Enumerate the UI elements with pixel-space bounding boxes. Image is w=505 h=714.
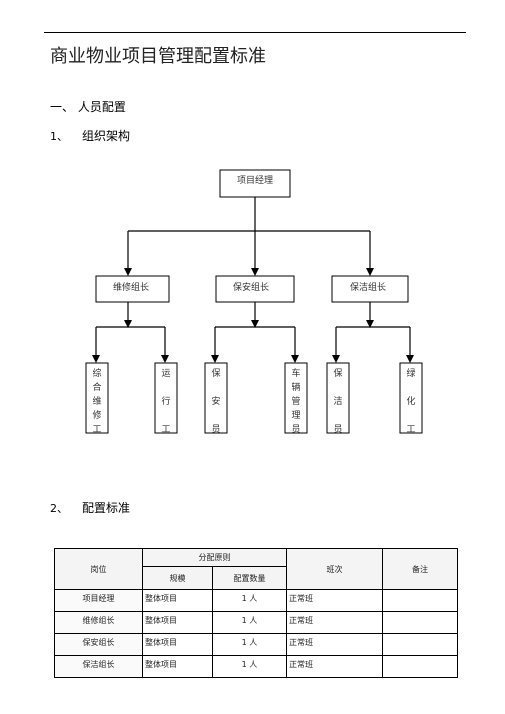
org-member-cleaner: 保洁员 [333, 367, 342, 435]
org-arrowheads [92, 268, 414, 363]
cell-remark [382, 611, 458, 634]
cell-scale: 整体项目 [142, 611, 213, 634]
org-member-general-repair: 综合维修工 [92, 367, 101, 435]
cell-position: 保洁组长 [54, 655, 143, 678]
subsection-1-label: 组织架构 [82, 129, 131, 143]
cell-position: 项目经理 [54, 589, 143, 612]
header-rule [44, 32, 466, 33]
table-row: 保安组长 整体项目 1 人 正常班 [54, 633, 458, 656]
org-box-vehicle-admin [284, 362, 308, 434]
header-principle: 分配原则 [142, 548, 287, 567]
org-box-general-repair [85, 362, 109, 434]
org-box-gardener [399, 362, 423, 434]
table-row: 保洁组长 整体项目 1 人 正常班 [54, 655, 458, 678]
org-box-guard [204, 362, 228, 434]
table-row: 项目经理 整体项目 1 人 正常班 [54, 589, 458, 612]
subsection-1-number: 1、 [50, 130, 68, 143]
header-quantity: 配置数量 [212, 566, 287, 590]
org-box-cleaning-lead [331, 275, 409, 303]
staffing-standard-table: 岗位 分配原则 班次 备注 规模 配置数量 项目经理 整体项目 1 人 正常班 … [54, 548, 458, 678]
header-shift: 班次 [286, 548, 383, 590]
cell-remark [382, 589, 458, 612]
org-box-operator [154, 362, 178, 434]
org-member-operator: 运行工 [161, 368, 170, 435]
org-member-gardener: 绿化工 [406, 367, 415, 435]
cell-quantity: 1 人 [212, 611, 287, 634]
org-head-cleaning: 保洁组长 [350, 281, 386, 293]
cell-shift: 正常班 [286, 633, 383, 656]
cell-scale: 整体项目 [142, 655, 213, 678]
org-head-maintenance: 维修组长 [113, 281, 149, 293]
subsection-2-number: 2、 [50, 502, 68, 515]
cell-position: 维修组长 [54, 611, 143, 634]
org-box-cleaner [326, 362, 350, 434]
header-scale: 规模 [142, 566, 213, 590]
cell-quantity: 1 人 [212, 655, 287, 678]
cell-quantity: 1 人 [212, 589, 287, 612]
org-box-security-lead [215, 275, 295, 303]
header-remark: 备注 [382, 548, 458, 590]
cell-remark [382, 633, 458, 656]
cell-remark [382, 655, 458, 678]
document-title: 商业物业项目管理配置标准 [50, 46, 266, 67]
subsection-2-label: 配置标准 [82, 501, 131, 515]
section-1-heading: 一、 人员配置 [50, 100, 126, 114]
cell-scale: 整体项目 [142, 589, 213, 612]
cell-position: 保安组长 [54, 633, 143, 656]
header-position: 岗位 [54, 548, 143, 590]
org-member-guard: 保安员 [211, 367, 220, 435]
org-box-maintenance-lead [95, 275, 170, 303]
cell-shift: 正常班 [286, 655, 383, 678]
cell-shift: 正常班 [286, 589, 383, 612]
org-box-root [219, 169, 291, 198]
org-member-vehicle-admin: 车辆管理员 [291, 367, 300, 435]
cell-scale: 整体项目 [142, 633, 213, 656]
org-head-security: 保安组长 [233, 281, 269, 293]
org-root-label: 项目经理 [237, 174, 273, 186]
cell-quantity: 1 人 [212, 633, 287, 656]
table-row: 维修组长 整体项目 1 人 正常班 [54, 611, 458, 634]
cell-shift: 正常班 [286, 611, 383, 634]
